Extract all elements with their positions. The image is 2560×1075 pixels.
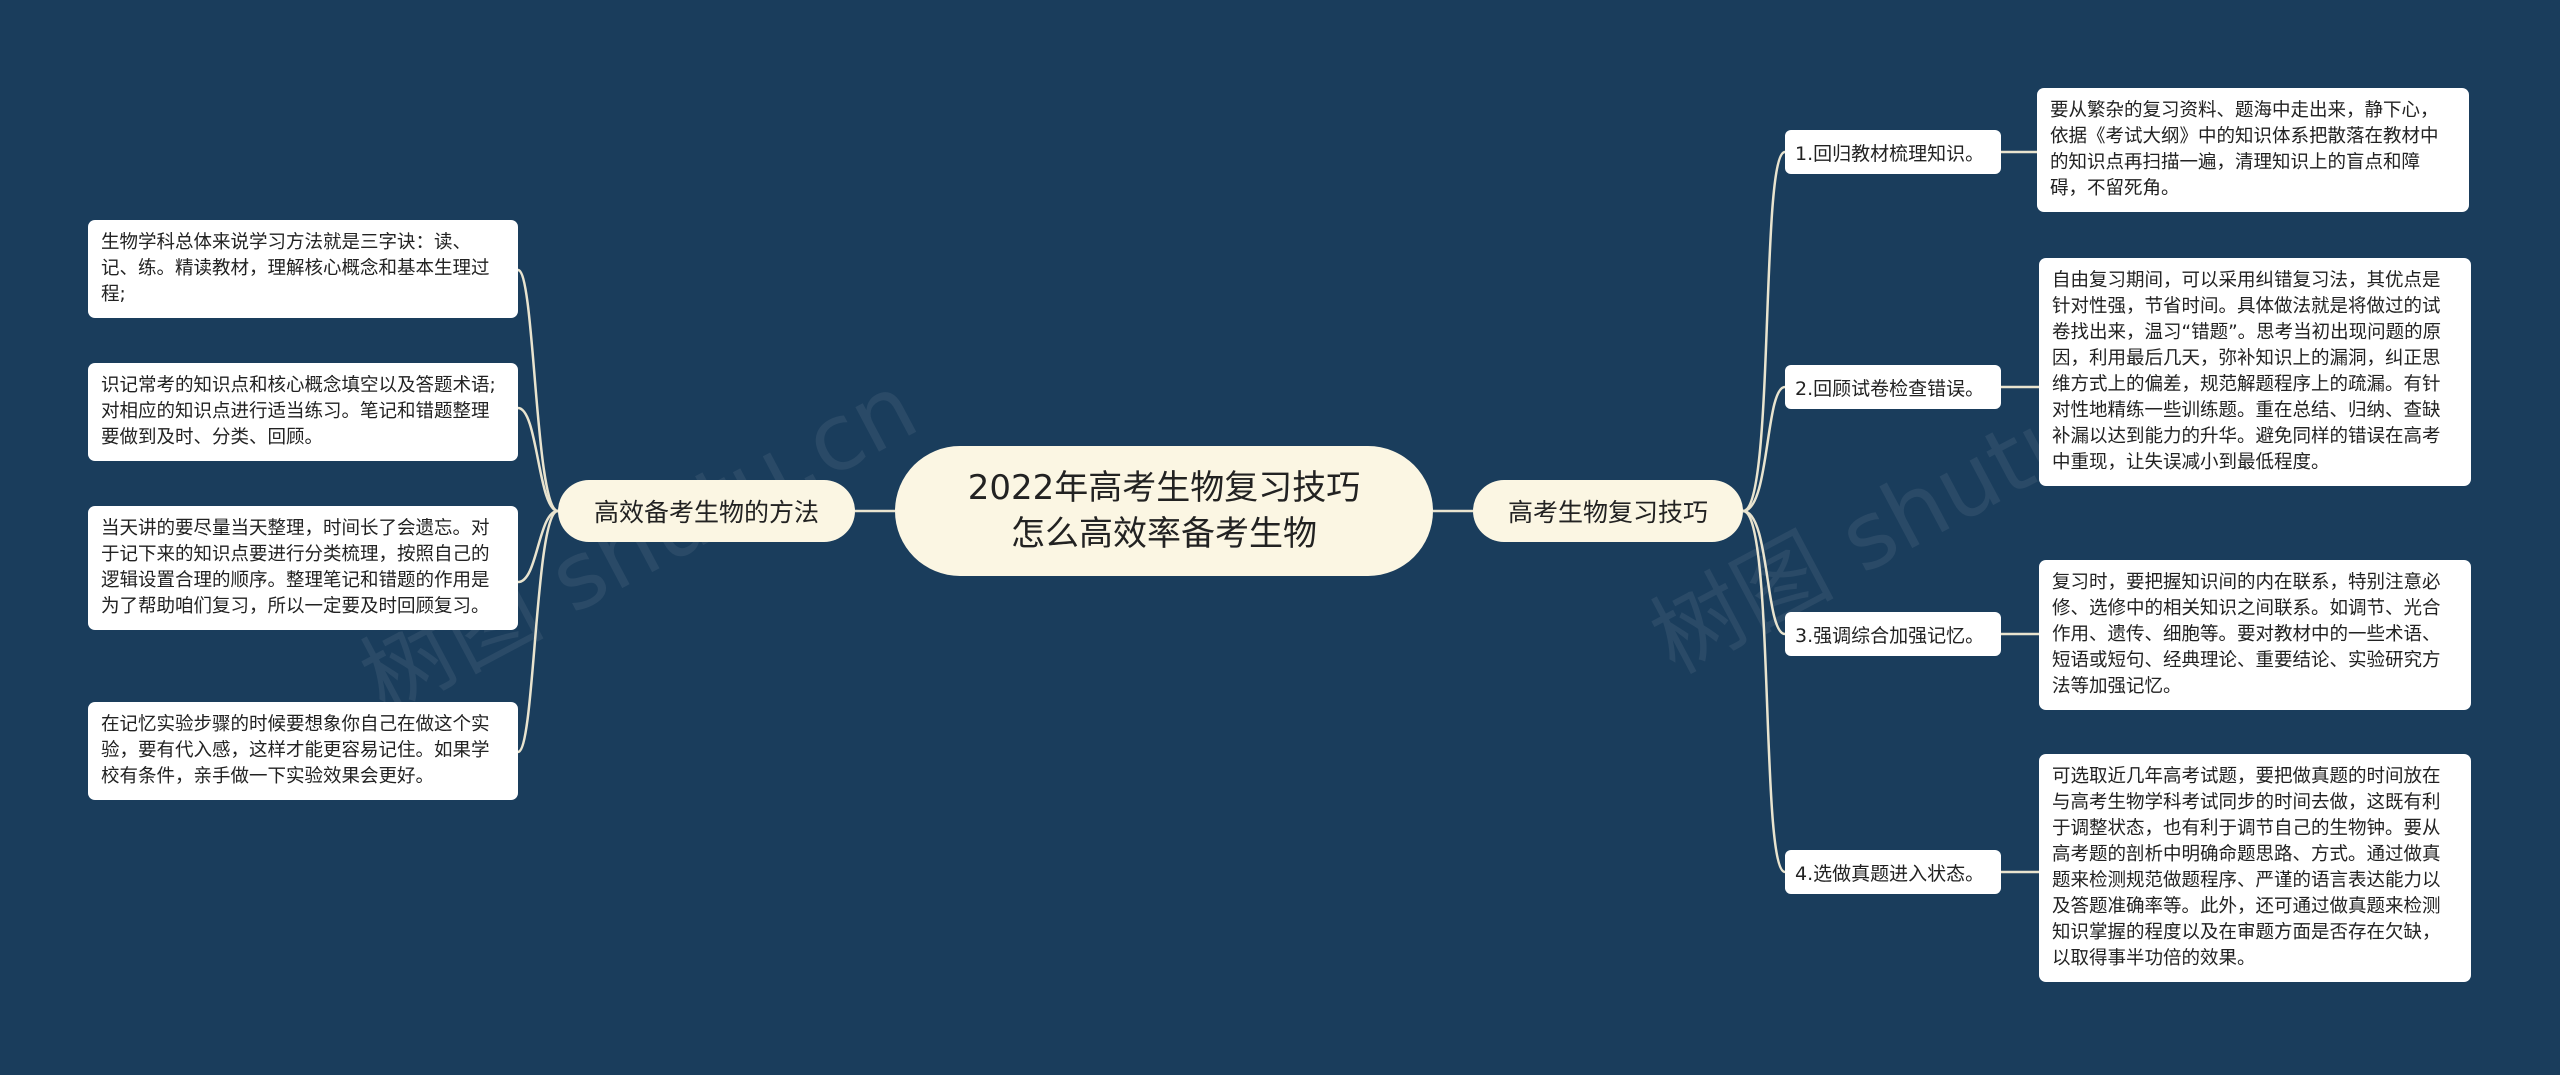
right-item-node[interactable]: 4.选做真题进入状态。 xyxy=(1785,850,2001,894)
left-leaf-node[interactable]: 当天讲的要尽量当天整理，时间长了会遗忘。对于记下来的知识点要进行分类梳理，按照自… xyxy=(88,506,518,630)
connector-right-item-2 xyxy=(1742,385,1786,513)
right-item-node[interactable]: 1.回归教材梳理知识。 xyxy=(1785,130,2001,174)
connector-right-item-1 xyxy=(1742,150,1786,513)
right-item-node[interactable]: 2.回顾试卷检查错误。 xyxy=(1785,365,2001,409)
left-leaf-node[interactable]: 在记忆实验步骤的时候要想象你自己在做这个实验，要有代入感，这样才能更容易记住。如… xyxy=(88,702,518,800)
left-leaf-node[interactable]: 生物学科总体来说学习方法就是三字诀：读、记、练。精读教材，理解核心概念和基本生理… xyxy=(88,220,518,318)
left-leaf-node[interactable]: 识记常考的知识点和核心概念填空以及答题术语;对相应的知识点进行适当练习。笔记和错… xyxy=(88,363,518,461)
branch-node-right[interactable]: 高考生物复习技巧 xyxy=(1473,480,1743,542)
connector-left-leaf-4 xyxy=(516,509,559,754)
connector-right-item-3 xyxy=(1742,509,1786,636)
branch-node-left[interactable]: 高效备考生物的方法 xyxy=(558,480,855,542)
root-title-line-2: 怎么高效率备考生物 xyxy=(1011,514,1317,554)
connector-left-leaf-2 xyxy=(517,406,559,513)
root-node[interactable]: 2022年高考生物复习技巧 怎么高效率备考生物 xyxy=(895,446,1433,576)
right-item-node[interactable]: 3.强调综合加强记忆。 xyxy=(1785,612,2001,656)
connector-right-item-4 xyxy=(1742,509,1786,874)
right-detail-node[interactable]: 要从繁杂的复习资料、题海中走出来，静下心，依据《考试大纲》中的知识体系把散落在教… xyxy=(2037,88,2469,212)
right-detail-node[interactable]: 可选取近几年高考试题，要把做真题的时间放在与高考生物学科考试同步的时间去做，这既… xyxy=(2039,754,2471,982)
connector-left-leaf-1 xyxy=(516,268,559,513)
right-detail-node[interactable]: 复习时，要把握知识间的内在联系，特别注意必修、选修中的相关知识之间联系。如调节、… xyxy=(2039,560,2471,710)
connector-left-leaf-3 xyxy=(517,509,559,584)
right-detail-node[interactable]: 自由复习期间，可以采用纠错复习法，其优点是针对性强，节省时间。具体做法就是将做过… xyxy=(2039,258,2471,486)
root-title-line-1: 2022年高考生物复习技巧 xyxy=(967,468,1361,508)
